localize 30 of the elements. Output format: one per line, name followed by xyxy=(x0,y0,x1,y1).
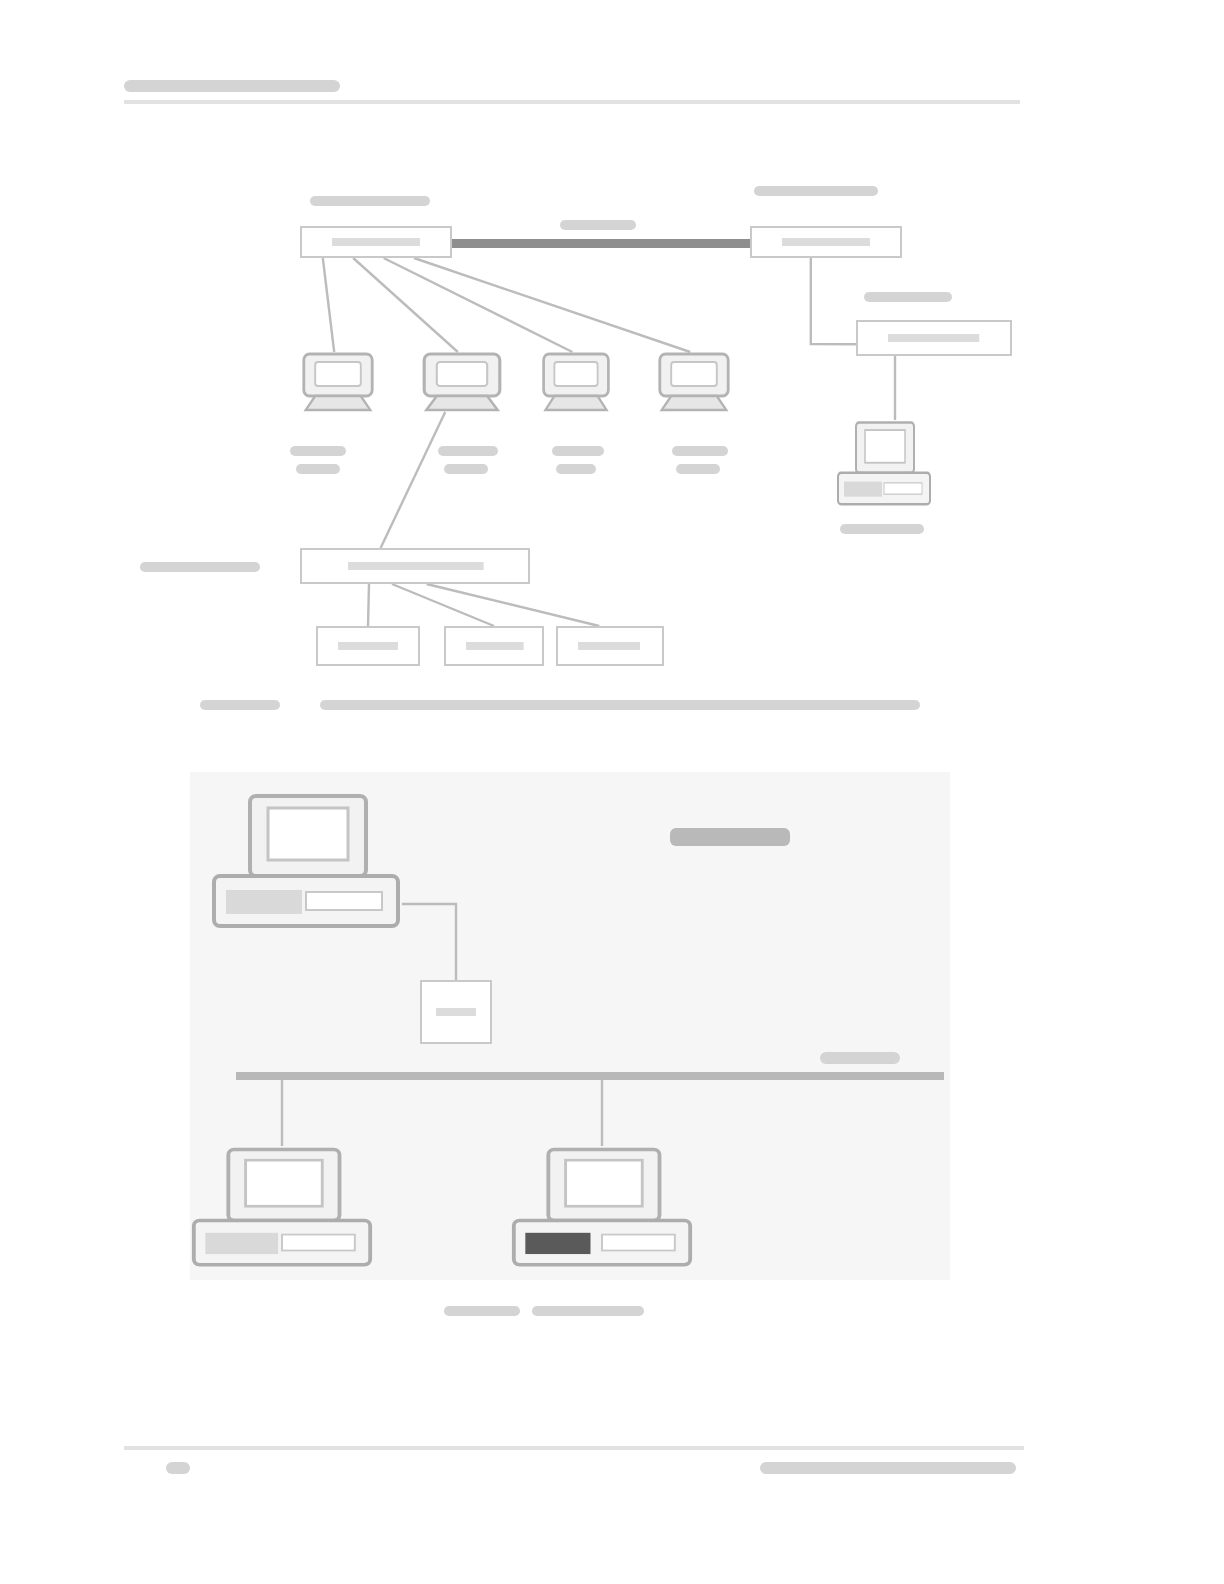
device-box xyxy=(316,626,420,666)
computer-drawing xyxy=(836,420,932,508)
connector-line xyxy=(893,356,897,420)
thick-cable-line xyxy=(452,239,750,249)
connector-line xyxy=(280,1080,284,1146)
network-switch-box xyxy=(300,548,530,584)
connector-line xyxy=(366,583,371,627)
monitor-drawing xyxy=(656,352,732,412)
connector-line xyxy=(352,257,459,353)
connector-line xyxy=(413,256,691,354)
connector-line xyxy=(391,582,495,628)
connector-line xyxy=(379,411,447,549)
monitor-drawing xyxy=(540,352,612,412)
network-switch-box xyxy=(856,320,1012,356)
connector-line xyxy=(600,1080,604,1146)
network-switch-box xyxy=(300,226,452,258)
computer-drawing xyxy=(210,792,402,932)
monitor-drawing xyxy=(420,352,504,412)
network-switch-box xyxy=(750,226,902,258)
device-box xyxy=(444,626,544,666)
connector-line xyxy=(809,258,856,346)
monitor-drawing xyxy=(300,352,376,412)
modem-box xyxy=(420,980,492,1044)
device-box xyxy=(556,626,664,666)
computer-drawing xyxy=(190,1146,374,1270)
connector-line xyxy=(321,257,336,353)
connector-line xyxy=(402,902,458,980)
connector-line xyxy=(383,256,573,354)
connector-line xyxy=(426,582,600,628)
computer-drawing xyxy=(510,1146,694,1270)
